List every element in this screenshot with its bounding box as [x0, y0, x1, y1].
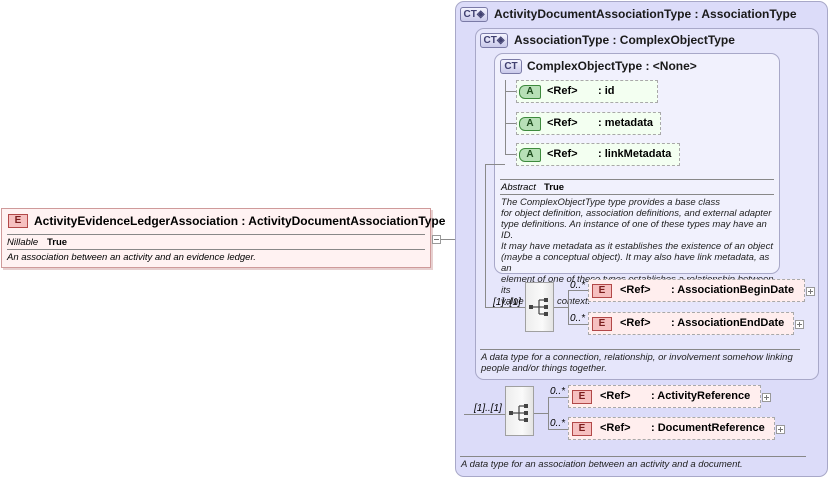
- element-ref: <Ref>: [620, 317, 651, 329]
- element-badge: E: [572, 422, 592, 436]
- element-ref: <Ref>: [600, 390, 631, 402]
- divider: [480, 349, 800, 350]
- connector-line: [464, 414, 505, 415]
- divider: [7, 234, 425, 235]
- attribute-ref: <Ref>: [547, 117, 578, 129]
- element-name: : DocumentReference: [651, 422, 765, 434]
- attribute-linkmetadata[interactable]: A <Ref> : linkMetadata: [516, 143, 680, 166]
- sequence-compositor[interactable]: [525, 282, 554, 332]
- outer-type-title: ActivityDocumentAssociationType : Associ…: [494, 7, 797, 21]
- attribute-ref: <Ref>: [547, 148, 578, 160]
- description-line: It may have metadata as it establishes t…: [501, 241, 773, 252]
- attribute-badge: A: [519, 148, 541, 162]
- element-association-begin-date[interactable]: E <Ref> : AssociationBeginDate: [588, 279, 805, 302]
- sequence-cardinality: [1]..[1]: [474, 403, 502, 414]
- element-badge: E: [572, 390, 592, 404]
- element-document-reference[interactable]: E <Ref> : DocumentReference: [568, 417, 775, 440]
- description-line: (maybe a conceptual object). It may also…: [501, 252, 770, 274]
- sequence-icon: [509, 404, 528, 422]
- element-cardinality: 0..*: [550, 386, 566, 397]
- element-ref: <Ref>: [620, 284, 651, 296]
- element-cardinality: 0..*: [570, 280, 586, 291]
- element-activity-reference[interactable]: E <Ref> : ActivityReference: [568, 385, 761, 408]
- sequence-cardinality: [1]..[1]: [493, 297, 521, 308]
- abstract-label: Abstract: [501, 182, 536, 193]
- element-name: : AssociationBeginDate: [671, 284, 795, 296]
- attribute-name: : id: [598, 85, 615, 97]
- expand-toggle[interactable]: [776, 425, 785, 434]
- divider: [500, 194, 774, 195]
- connector-line: [568, 324, 588, 325]
- connector-line: [568, 290, 588, 291]
- element-name: : AssociationEndDate: [671, 317, 785, 329]
- middle-type-description: A data type for a connection, relationsh…: [481, 352, 811, 374]
- element-cardinality: 0..*: [570, 313, 586, 324]
- connector-line: [554, 307, 568, 308]
- attribute-badge: A: [519, 117, 541, 131]
- expand-toggle[interactable]: [806, 287, 815, 296]
- middle-type-title: AssociationType : ComplexObjectType: [514, 33, 735, 47]
- attribute-ref: <Ref>: [547, 85, 578, 97]
- connector-line: [534, 413, 548, 414]
- main-element-description: An association between an activity and a…: [7, 252, 256, 263]
- nillable-label: Nillable: [7, 237, 39, 248]
- attribute-metadata[interactable]: A <Ref> : metadata: [516, 112, 661, 135]
- connector-line: [485, 307, 525, 308]
- element-badge: E: [592, 284, 612, 298]
- element-ref: <Ref>: [600, 422, 631, 434]
- inner-type-title: ComplexObjectType : <None>: [527, 59, 697, 73]
- main-element-box[interactable]: E ActivityEvidenceLedgerAssociation : Ac…: [1, 208, 445, 268]
- connector-line: [548, 429, 568, 430]
- ct-badge: CT: [500, 59, 522, 74]
- attribute-name: : linkMetadata: [598, 148, 672, 160]
- connector-line: [485, 164, 505, 165]
- element-cardinality: 0..*: [550, 418, 566, 429]
- attribute-name: : metadata: [598, 117, 654, 129]
- main-element-title: ActivityEvidenceLedgerAssociation : Acti…: [34, 214, 446, 228]
- description-line: type definitions. An instance of one of …: [501, 219, 767, 241]
- connector-line: [505, 91, 516, 92]
- ct-badge: CT◈: [460, 7, 488, 22]
- element-association-end-date[interactable]: E <Ref> : AssociationEndDate: [588, 312, 794, 335]
- connector-line: [505, 154, 516, 155]
- description-line: The ComplexObjectType type provides a ba…: [501, 197, 720, 208]
- expand-toggle[interactable]: [795, 320, 804, 329]
- description-line: A data type for a connection, relationsh…: [481, 352, 793, 363]
- connector-line: [568, 290, 569, 324]
- ct-badge: CT◈: [480, 33, 508, 48]
- divider: [500, 179, 774, 180]
- divider: [460, 456, 806, 457]
- element-name: : ActivityReference: [651, 390, 751, 402]
- attribute-badge: A: [519, 85, 541, 99]
- description-line: for object definition, association defin…: [501, 208, 772, 219]
- connector-line: [441, 239, 465, 240]
- expand-toggle[interactable]: [762, 393, 771, 402]
- connector-line: [505, 123, 516, 124]
- connector-line: [505, 80, 506, 154]
- description-line: people and/or things together.: [481, 363, 607, 374]
- divider: [7, 249, 425, 250]
- outer-type-description: A data type for an association between a…: [461, 459, 743, 470]
- element-badge: E: [592, 317, 612, 331]
- connector-line: [548, 397, 568, 398]
- connector-line: [485, 164, 486, 307]
- attribute-id[interactable]: A <Ref> : id: [516, 80, 658, 103]
- sequence-compositor[interactable]: [505, 386, 534, 436]
- sequence-icon: [529, 298, 548, 316]
- abstract-value: True: [544, 182, 565, 193]
- nillable-value: True: [47, 237, 68, 248]
- collapse-toggle[interactable]: [432, 235, 441, 244]
- connector-line: [548, 397, 549, 429]
- element-badge: E: [8, 214, 28, 228]
